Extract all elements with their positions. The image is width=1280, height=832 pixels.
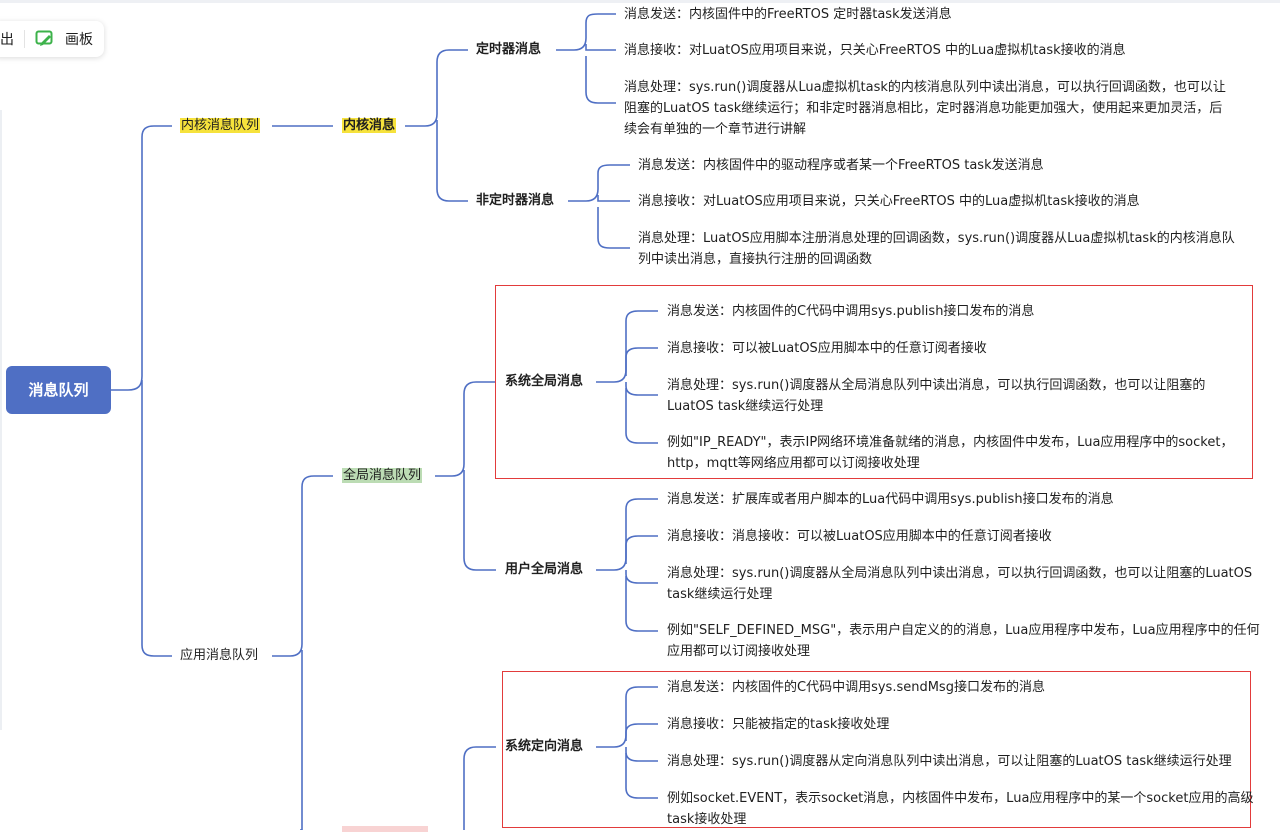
list-item: 消息接收：对LuatOS应用项目来说，只关心FreeRTOS 中的Lua虚拟机t… <box>638 194 1140 209</box>
top-border <box>0 0 1280 3</box>
list-item: 消息接收：可以被LuatOS应用脚本中的任意订阅者接收 <box>667 341 987 356</box>
list-item: 消息发送：内核固件中的驱动程序或者某一个FreeRTOS task发送消息 <box>638 158 1044 173</box>
non-timer-msg-node[interactable]: 非定时器消息 <box>476 193 555 208</box>
toolbar-divider <box>24 30 25 48</box>
list-item: 消息处理：sys.run()调度器从全局消息队列中读出消息，可以执行回调函数，也… <box>667 378 1206 414</box>
board-button[interactable]: 画板 <box>65 32 93 48</box>
timer-msg-node[interactable]: 定时器消息 <box>476 42 542 57</box>
system-directed-msg-node[interactable]: 系统定向消息 <box>505 739 584 754</box>
kernel-msg-node[interactable]: 内核消息 <box>342 116 397 136</box>
list-item: 例如"SELF_DEFINED_MSG"，表示用户自定义的的消息，Lua应用程序… <box>667 623 1260 659</box>
list-item: 例如"IP_READY"，表示IP网络环境准备就绪的消息，内核固件中发布，Lua… <box>667 435 1234 471</box>
highlight-box-system-directed <box>502 671 1251 828</box>
global-queue-node[interactable]: 全局消息队列 <box>342 466 423 486</box>
list-item: 消息接收：只能被指定的task接收处理 <box>667 717 890 732</box>
global-queue-label: 全局消息队列 <box>342 468 423 483</box>
list-item: 消息处理：sys.run()调度器从定向消息队列中读出消息，可以让阻塞的Luat… <box>667 754 1232 769</box>
list-item: 消息接收：对LuatOS应用项目来说，只关心FreeRTOS 中的Lua虚拟机t… <box>624 43 1126 58</box>
export-button[interactable]: 出 <box>0 32 14 48</box>
list-item: 消息处理：sys.run()调度器从全局消息队列中读出消息，可以执行回调函数，也… <box>667 566 1253 602</box>
kernel-queue-node[interactable]: 内核消息队列 <box>180 116 261 136</box>
list-item: 消息接收：消息接收：可以被LuatOS应用脚本中的任意订阅者接收 <box>667 529 1052 544</box>
list-item: 消息处理：LuatOS应用脚本注册消息处理的回调函数，sys.run()调度器从… <box>638 231 1235 267</box>
list-item: 消息处理：sys.run()调度器从Lua虚拟机task的内核消息队列中读出消息… <box>624 80 1226 137</box>
list-item: 消息发送：扩展库或者用户脚本的Lua代码中调用sys.publish接口发布的消… <box>667 492 1114 507</box>
list-item: 消息发送：内核固件中的FreeRTOS 定时器task发送消息 <box>624 7 952 22</box>
floating-toolbar: 出 画板 <box>0 21 104 57</box>
list-item: 例如socket.EVENT，表示socket消息，内核固件中发布，Lua应用程… <box>667 791 1254 827</box>
app-queue-node[interactable]: 应用消息队列 <box>180 648 259 663</box>
left-panel-edge <box>0 110 2 730</box>
root-node[interactable]: 消息队列 <box>6 366 111 414</box>
pen-board-icon[interactable] <box>35 30 55 48</box>
user-global-msg-node[interactable]: 用户全局消息 <box>505 562 584 577</box>
list-item: 消息发送：内核固件的C代码中调用sys.publish接口发布的消息 <box>667 304 1035 319</box>
partial-node-offscreen <box>342 826 428 832</box>
kernel-queue-label: 内核消息队列 <box>180 118 261 133</box>
list-item: 消息发送：内核固件的C代码中调用sys.sendMsg接口发布的消息 <box>667 680 1045 695</box>
highlight-box-system-global <box>495 285 1253 479</box>
system-global-msg-node[interactable]: 系统全局消息 <box>505 374 584 389</box>
kernel-msg-label: 内核消息 <box>342 118 397 133</box>
